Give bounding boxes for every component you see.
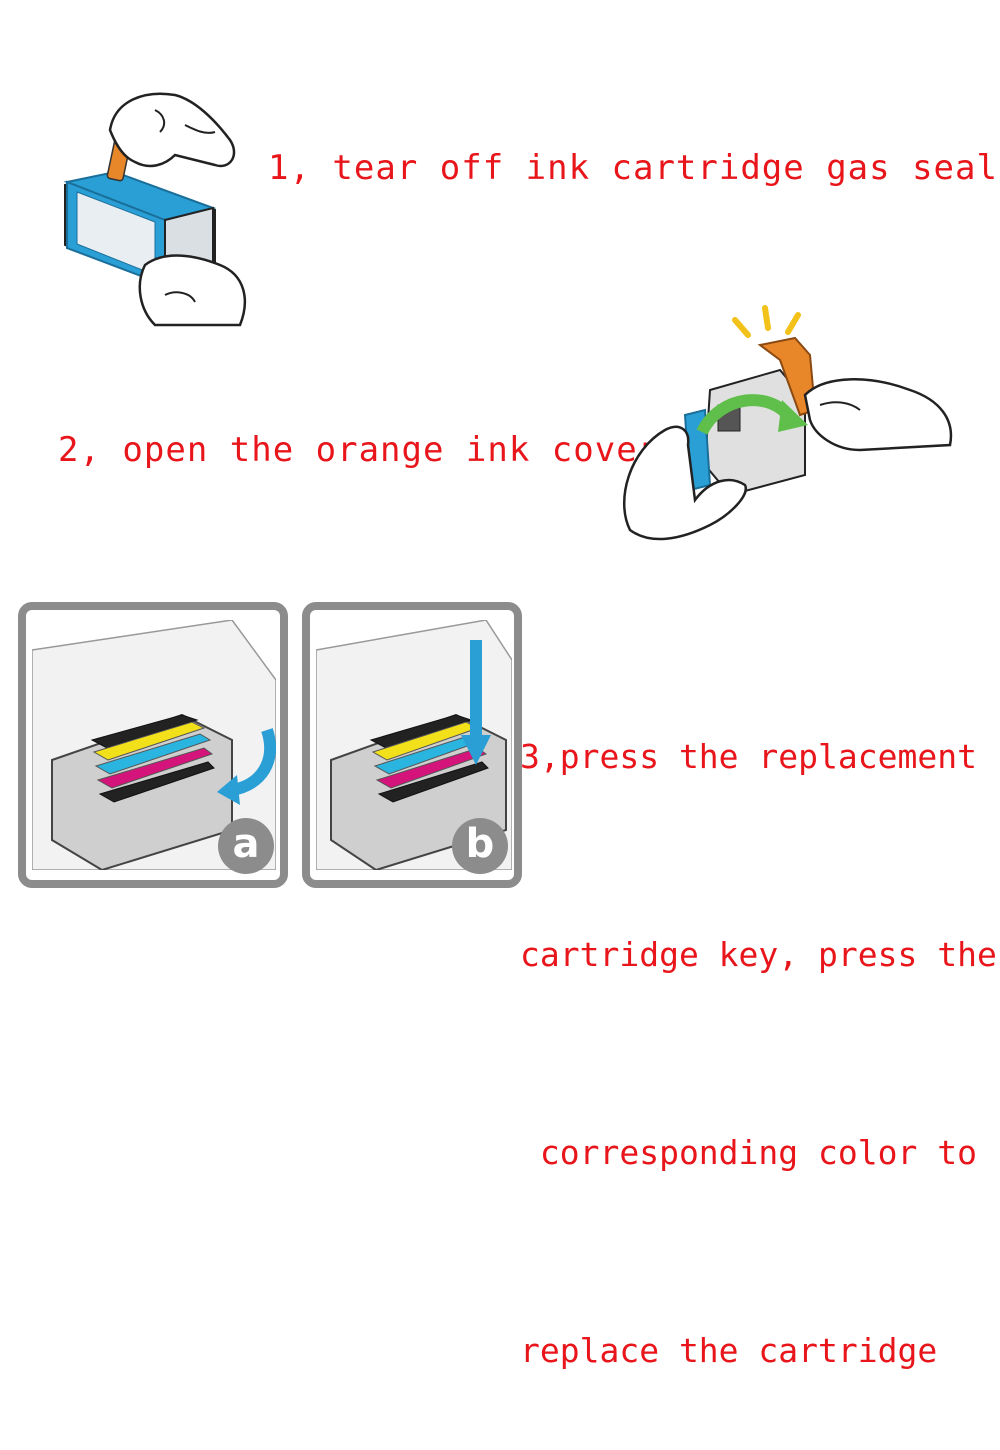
step-3-text: 3,press the replacement cartridge key, p… (520, 592, 997, 1450)
step-3-line: 3,press the replacement (520, 737, 977, 776)
printer-carriage-illustration (32, 620, 276, 870)
panel-b: b (302, 602, 522, 888)
step-3-line: corresponding color to (520, 1133, 977, 1172)
panel-badge: a (218, 818, 274, 874)
step-3-line: cartridge key, press the (520, 935, 997, 974)
printer-carriage-illustration (316, 620, 512, 870)
step-1-text: 1, tear off ink cartridge gas seal (268, 148, 998, 188)
step-3-line: replace the cartridge (520, 1331, 938, 1370)
open-cover-illustration (622, 305, 953, 541)
panel-a: a (18, 602, 288, 888)
panel-badge: b (452, 818, 508, 874)
step-2-text: 2, open the orange ink cover (58, 430, 660, 470)
sparkle-icon (732, 305, 801, 338)
tear-seal-illustration (63, 92, 247, 327)
